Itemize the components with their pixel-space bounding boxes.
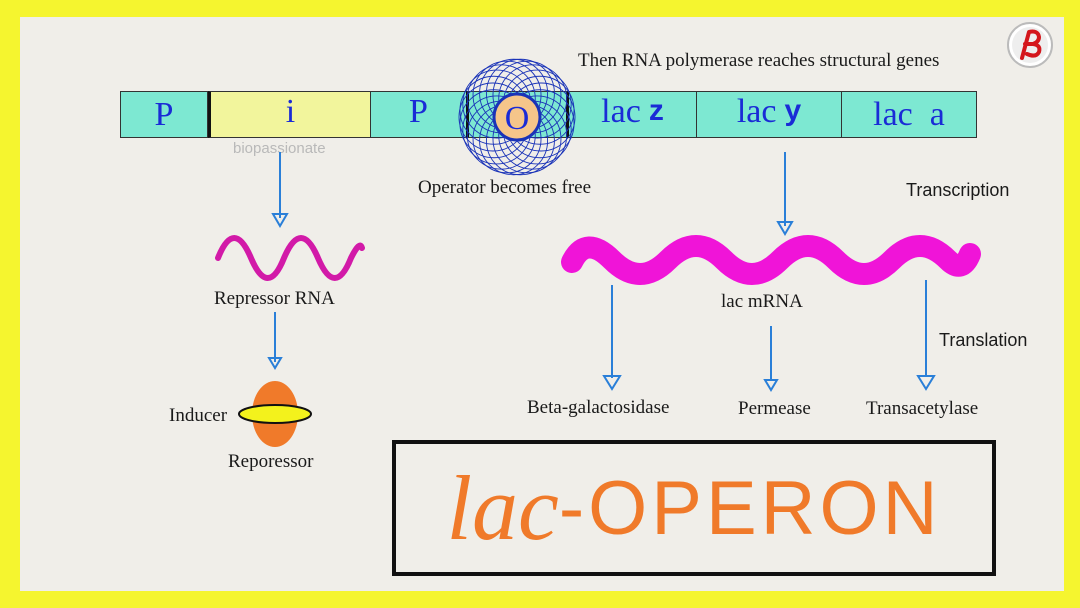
arrowhead <box>271 213 289 228</box>
operator-letter: O <box>505 100 530 137</box>
arrowhead <box>776 221 794 236</box>
lac-mrna-wave <box>561 235 981 285</box>
repressor-rna-label: Repressor RNA <box>214 288 335 309</box>
gene-label: P <box>154 95 174 133</box>
title-italic: lac <box>446 457 559 559</box>
inducer-molecule <box>238 404 312 424</box>
gene-label: lac <box>601 92 641 130</box>
operator-free-label: Operator becomes free <box>418 177 592 198</box>
permease-label: Permease <box>738 398 811 419</box>
gene-label: lac <box>736 92 777 130</box>
beta-gal-label: Beta-galactosidase <box>527 397 670 418</box>
gene-letter: z <box>648 93 664 127</box>
mrna-pathway-graphic <box>561 152 981 392</box>
arrowhead <box>763 379 779 392</box>
transcription-label: Transcription <box>906 180 1010 200</box>
watermark: biopassionate <box>233 140 326 157</box>
operator-circle <box>492 92 542 142</box>
arrowhead <box>602 375 622 391</box>
promoter-p1-segment: P <box>120 91 208 138</box>
inducer-label: Inducer <box>169 405 228 426</box>
left-pathway-graphic <box>215 152 365 447</box>
biopassionate-logo-icon <box>1007 22 1053 68</box>
promoter-p2-segment: P <box>370 91 466 138</box>
operator-graphic: O <box>458 58 576 176</box>
arrowhead <box>916 375 936 391</box>
arrowhead <box>267 357 283 370</box>
transacetylase-label: Transacetylase <box>866 398 979 419</box>
laca-segment: lac a <box>841 91 977 138</box>
title-box: lac-OPERON <box>392 440 996 576</box>
header-text: Then RNA polymerase reaches structural g… <box>578 50 940 71</box>
repressor-rna-wave <box>215 235 365 281</box>
gene-letter: y <box>784 93 802 127</box>
gene-label: i <box>285 92 296 130</box>
translation-label: Translation <box>939 330 1028 350</box>
repressor-label: Reporessor <box>228 451 314 472</box>
regulator-i-segment: i <box>208 91 370 138</box>
gene-label: lac a <box>873 95 945 133</box>
lac-mrna-label: lac mRNA <box>721 291 803 312</box>
title-main: -OPERON <box>558 465 942 551</box>
gene-label: P <box>409 92 428 130</box>
